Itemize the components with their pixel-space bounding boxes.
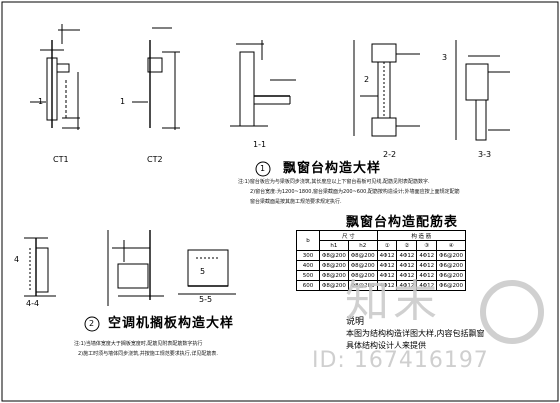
label-2-2: 2-2	[383, 150, 397, 159]
table-title: 飘窗台构造配筋表	[346, 215, 459, 230]
table-row: 300 Φ8@200 Φ8@200 4Φ12 4Φ12 4Φ12 Φ6@200	[296, 250, 466, 261]
table-row: 500 Φ8@200 Φ8@200 4Φ12 4Φ12 4Φ12 Φ6@200	[296, 270, 466, 281]
table-cell: Φ8@200	[347, 280, 378, 291]
marker-5: 5	[200, 267, 206, 276]
label-3-3: 3-3	[478, 150, 492, 159]
section-5-5	[178, 249, 236, 295]
table-subheader: ①	[376, 240, 398, 251]
marker-3: 3	[442, 53, 448, 62]
table-subheader: ③	[416, 240, 438, 251]
ct1-detail	[30, 24, 80, 130]
table-subheader: ②	[396, 240, 418, 251]
table-header-rebar: 构 造 筋	[376, 230, 466, 241]
section-1-1	[230, 40, 296, 127]
table-cell: 4Φ12	[396, 250, 418, 261]
ac-board-note-1: 注:1)当墙体宽度大于搁板宽度时,配筋见附表配筋数字执行	[74, 341, 203, 347]
table-cell: Φ6@200	[436, 250, 466, 261]
section-4-4	[24, 237, 56, 297]
table-cell: 600	[296, 280, 320, 291]
bay-window-circle	[255, 161, 271, 177]
table-cell: Φ8@200	[319, 270, 349, 281]
table-row: 600 Φ8@200 Φ8@200 4Φ12 4Φ12 4Φ12 Φ6@200	[296, 280, 466, 291]
ac-board-circle-number: 2	[89, 319, 95, 328]
explain-line-1: 本图为结构构造详图大样,内容包括飘窗	[346, 329, 485, 338]
table-cell: 400	[296, 260, 320, 271]
bay-window-note-2: 2)窗台宽度:为1200~1800,窗台梁截面为200~600,配筋按构造设计;…	[250, 189, 460, 195]
label-ct1: CT1	[53, 155, 69, 164]
section-3-3	[455, 40, 510, 141]
watermark-id: ID: 167416197	[312, 348, 489, 373]
label-ct2: CT2	[147, 155, 163, 164]
table-cell: Φ8@200	[319, 280, 349, 291]
table-cell: 4Φ12	[416, 250, 438, 261]
table-cell: Φ8@200	[347, 250, 378, 261]
table-header-b: b	[296, 230, 320, 251]
watermark-brand: 知末	[345, 276, 441, 327]
ac-board-circle	[84, 316, 100, 332]
bay-window-note-3: 窗台梁截面是按其施工规范要求规定执行.	[250, 199, 342, 205]
bay-window-circle-number: 1	[260, 164, 266, 173]
table-cell: 4Φ12	[376, 250, 398, 261]
watermark-logo-icon	[480, 280, 544, 344]
label-1-1: 1-1	[253, 140, 267, 149]
marker-1b: 1	[120, 97, 126, 106]
ac-board-title: 空调机搁板构造大样	[108, 316, 235, 331]
explain-line-2: 具体结构设计人来提供	[346, 341, 426, 350]
table-header-size: 尺 寸	[319, 230, 378, 241]
section-2-2	[353, 40, 420, 137]
label-5-5: 5-5	[199, 295, 213, 304]
marker-1: 1	[38, 97, 44, 106]
ac-board-detail	[107, 230, 164, 306]
table-cell: Φ6@200	[436, 280, 466, 291]
ac-board-note-2: 2)施工时须与墙体同步浇筑,并按施工规范要求执行,详见配筋表.	[78, 351, 218, 357]
ct2-detail	[132, 27, 180, 130]
table-subheader: ④	[436, 240, 466, 251]
explain-heading: 说明	[346, 317, 365, 327]
rebar-table: b 尺 寸 构 造 筋 h1 h2 ① ② ③ ④ 300 Φ8@200 Φ8@…	[296, 230, 466, 291]
table-cell: Φ8@200	[319, 250, 349, 261]
label-4-4: 4-4	[26, 299, 40, 308]
bay-window-title: 飘窗台构造大样	[283, 161, 382, 176]
marker-2: 2	[364, 75, 370, 84]
bay-window-note-1: 注:1)窗台板应为与梁板同步浇筑,其长度应以上下窗台看板可见线,配筋见附表配筋数…	[238, 179, 430, 185]
table-subheader: h2	[347, 240, 378, 251]
table-cell: Φ8@200	[319, 260, 349, 271]
table-cell: 500	[296, 270, 320, 281]
table-subheader: h1	[319, 240, 349, 251]
marker-4: 4	[14, 255, 20, 264]
table-cell: 300	[296, 250, 320, 261]
